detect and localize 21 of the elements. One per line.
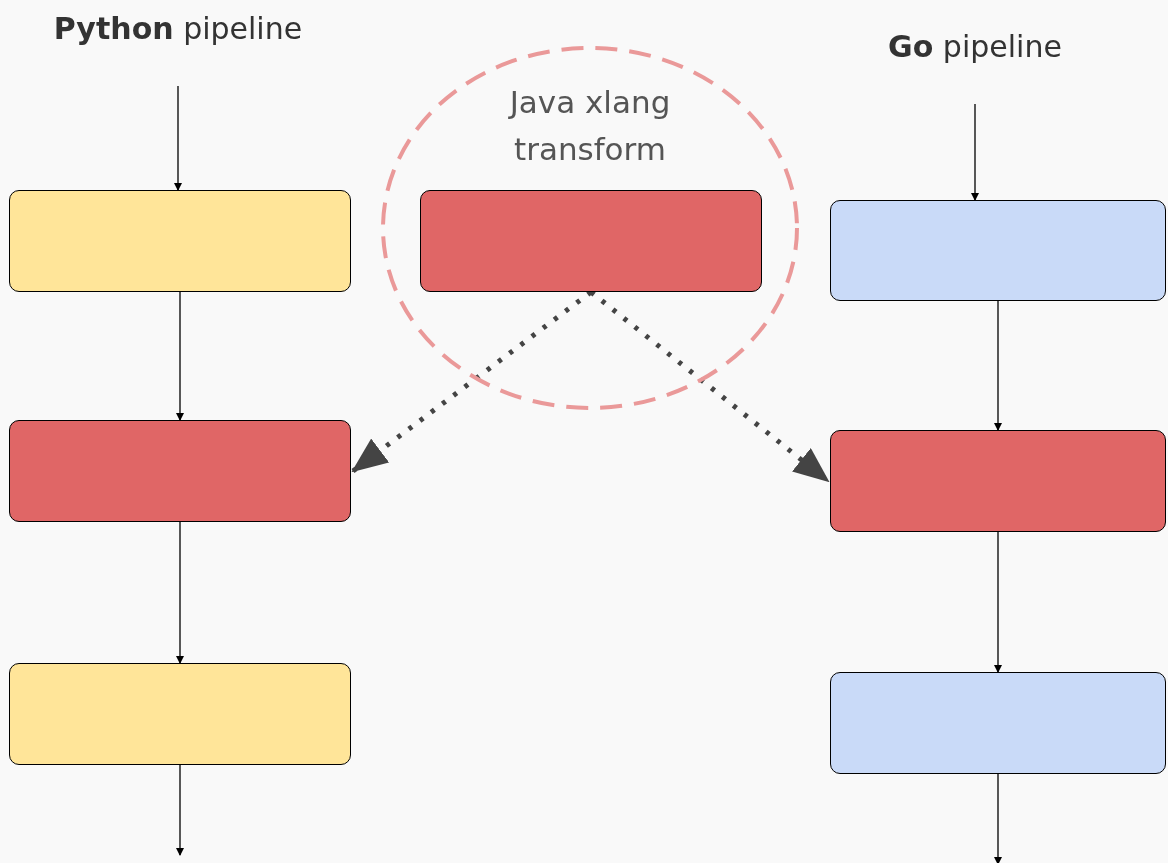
arrow xyxy=(174,85,182,191)
arrow xyxy=(351,290,593,473)
arrow xyxy=(589,290,830,483)
arrow xyxy=(994,773,1002,863)
dashed-circle xyxy=(380,45,800,411)
group-label: Java xlang transform xyxy=(507,83,672,169)
process-box xyxy=(830,430,1166,532)
process-box xyxy=(830,200,1166,301)
pipeline-heading: Go pipeline xyxy=(850,26,1100,66)
process-box xyxy=(9,420,351,522)
arrow xyxy=(176,291,184,421)
process-box xyxy=(830,672,1166,774)
arrow xyxy=(176,521,184,664)
process-box xyxy=(9,663,351,765)
arrow xyxy=(994,300,1002,431)
arrow xyxy=(971,103,979,201)
arrow xyxy=(994,531,1002,673)
process-box xyxy=(9,190,351,292)
arrow xyxy=(176,764,184,856)
pipeline-heading: Python pipeline xyxy=(8,8,348,48)
process-box xyxy=(420,190,762,292)
